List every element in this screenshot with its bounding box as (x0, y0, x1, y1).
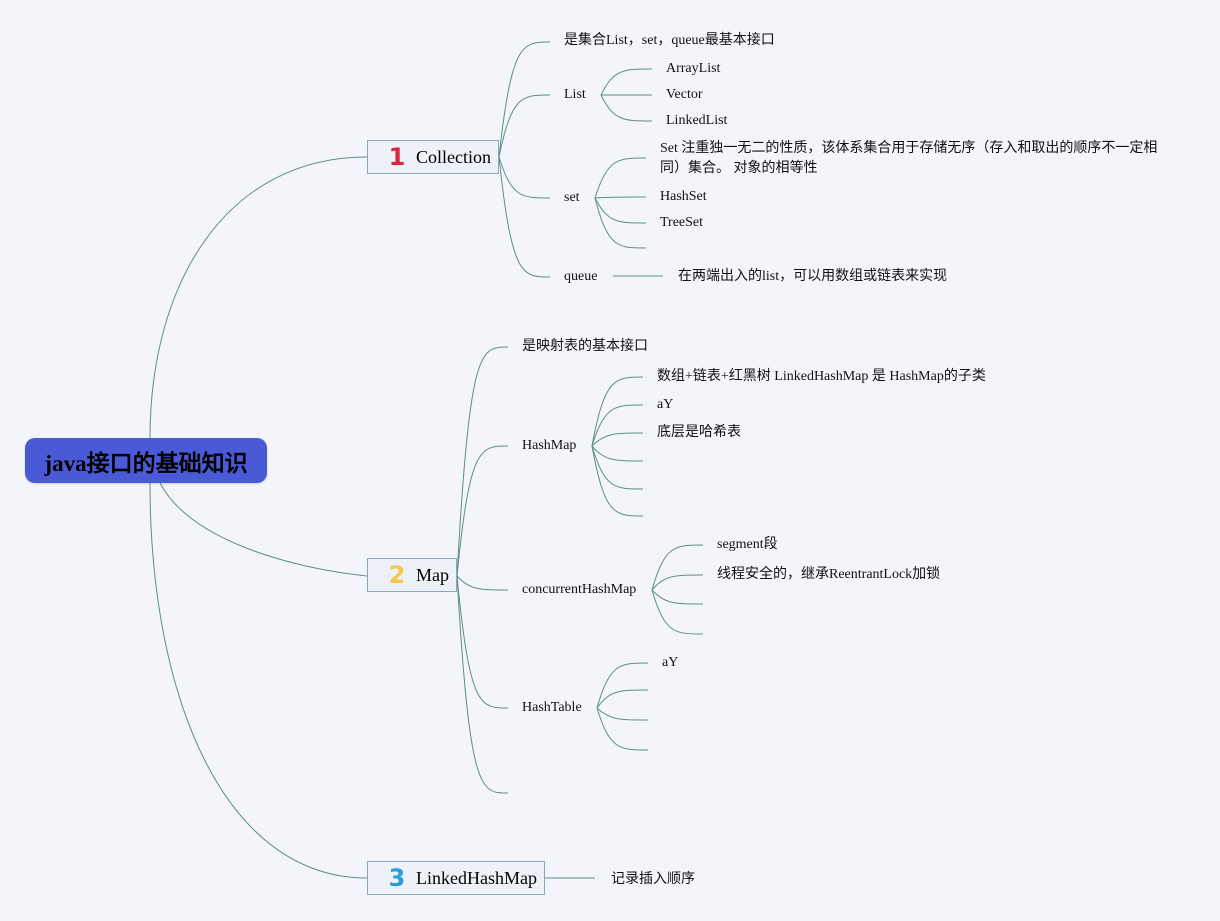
connector-concurrent-child (651, 574, 704, 591)
connector-hashmap-child (591, 404, 644, 447)
connector-hashmap-child (591, 445, 644, 462)
connector-map-child (456, 575, 509, 709)
connector-collection-child (498, 94, 551, 158)
connector-hashmap-child (591, 376, 644, 447)
number-3-icon: 3 (388, 864, 406, 892)
root-topic-label: java接口的基础知识 (44, 450, 248, 476)
connector-map-child (456, 575, 509, 794)
connector-list-child (600, 68, 653, 96)
branch-map[interactable]: 2 Map (367, 558, 457, 592)
concurrent-thread-safe[interactable]: 线程安全的，继承ReentrantLock加锁 (717, 567, 941, 582)
branch-map-label: Map (416, 564, 449, 585)
collection-description[interactable]: 是集合List，set，queue最基本接口 (564, 33, 775, 48)
hashtable-ay[interactable]: aY (662, 655, 679, 670)
topic-linkedlist[interactable]: LinkedList (666, 113, 728, 128)
branch-linkedhashmap-label: LinkedHashMap (416, 867, 537, 888)
branch-linkedhashmap[interactable]: 3 LinkedHashMap (367, 861, 545, 895)
connector-hashtable-child (596, 707, 649, 751)
connector-collection-child (498, 156, 551, 278)
connector-hashmap-child (591, 445, 644, 517)
connector-map-child (456, 575, 509, 591)
connector-concurrent-child (651, 589, 704, 605)
hashmap-structure[interactable]: 数组+链表+红黑树 LinkedHashMap 是 HashMap的子类 (657, 369, 986, 384)
branch-collection-label: Collection (416, 146, 491, 167)
connector-map-child (456, 445, 509, 577)
topic-concurrenthashmap[interactable]: concurrentHashMap (522, 582, 637, 597)
topic-arraylist[interactable]: ArrayList (666, 61, 721, 76)
connector-concurrent-child (651, 544, 704, 591)
concurrent-segment[interactable]: segment段 (717, 537, 778, 552)
connector-map-child (456, 346, 509, 577)
connector-hashmap-child (591, 445, 644, 490)
topic-hashmap[interactable]: HashMap (522, 438, 577, 453)
connector-hashtable-child (596, 662, 649, 709)
connector-collection-child (498, 41, 551, 158)
set-description[interactable]: Set 注重独一无二的性质，该体系集合用于存储无序（存入和取出的顺序不一定相同）… (660, 141, 1158, 176)
connector-hashtable-child (596, 689, 649, 709)
map-description[interactable]: 是映射表的基本接口 (522, 339, 648, 354)
queue-description[interactable]: 在两端出入的list，可以用数组或链表来实现 (678, 269, 948, 284)
number-2-icon: 2 (388, 561, 406, 589)
connector-hashtable-child (596, 707, 649, 721)
topic-list[interactable]: List (564, 87, 586, 102)
root-topic[interactable]: java接口的基础知识 (25, 438, 267, 483)
hashmap-ay[interactable]: aY (657, 397, 674, 412)
connector-root-map (159, 482, 368, 577)
connector-set-child (594, 197, 647, 249)
connector-set-child (594, 197, 647, 224)
connector-root-collection (149, 156, 368, 439)
connector-set-child (594, 157, 647, 199)
connector-root-linkedhashmap (149, 482, 368, 879)
connector-hashmap-child (591, 432, 644, 447)
topic-queue[interactable]: queue (564, 269, 598, 284)
linkedhashmap-description[interactable]: 记录插入顺序 (611, 872, 695, 887)
number-1-icon: 1 (388, 143, 406, 171)
connector-list-child (600, 94, 653, 122)
topic-set[interactable]: set (564, 190, 580, 205)
connector-collection-child (498, 156, 551, 199)
topic-treeset[interactable]: TreeSet (660, 215, 704, 230)
branch-collection[interactable]: 1 Collection (367, 140, 499, 174)
topic-hashtable[interactable]: HashTable (522, 700, 582, 715)
topic-vector[interactable]: Vector (666, 87, 703, 102)
connector-set-child (594, 196, 647, 199)
connector-concurrent-child (651, 589, 704, 635)
topic-hashset[interactable]: HashSet (660, 189, 707, 204)
hashmap-hashtable-note[interactable]: 底层是哈希表 (657, 425, 741, 440)
